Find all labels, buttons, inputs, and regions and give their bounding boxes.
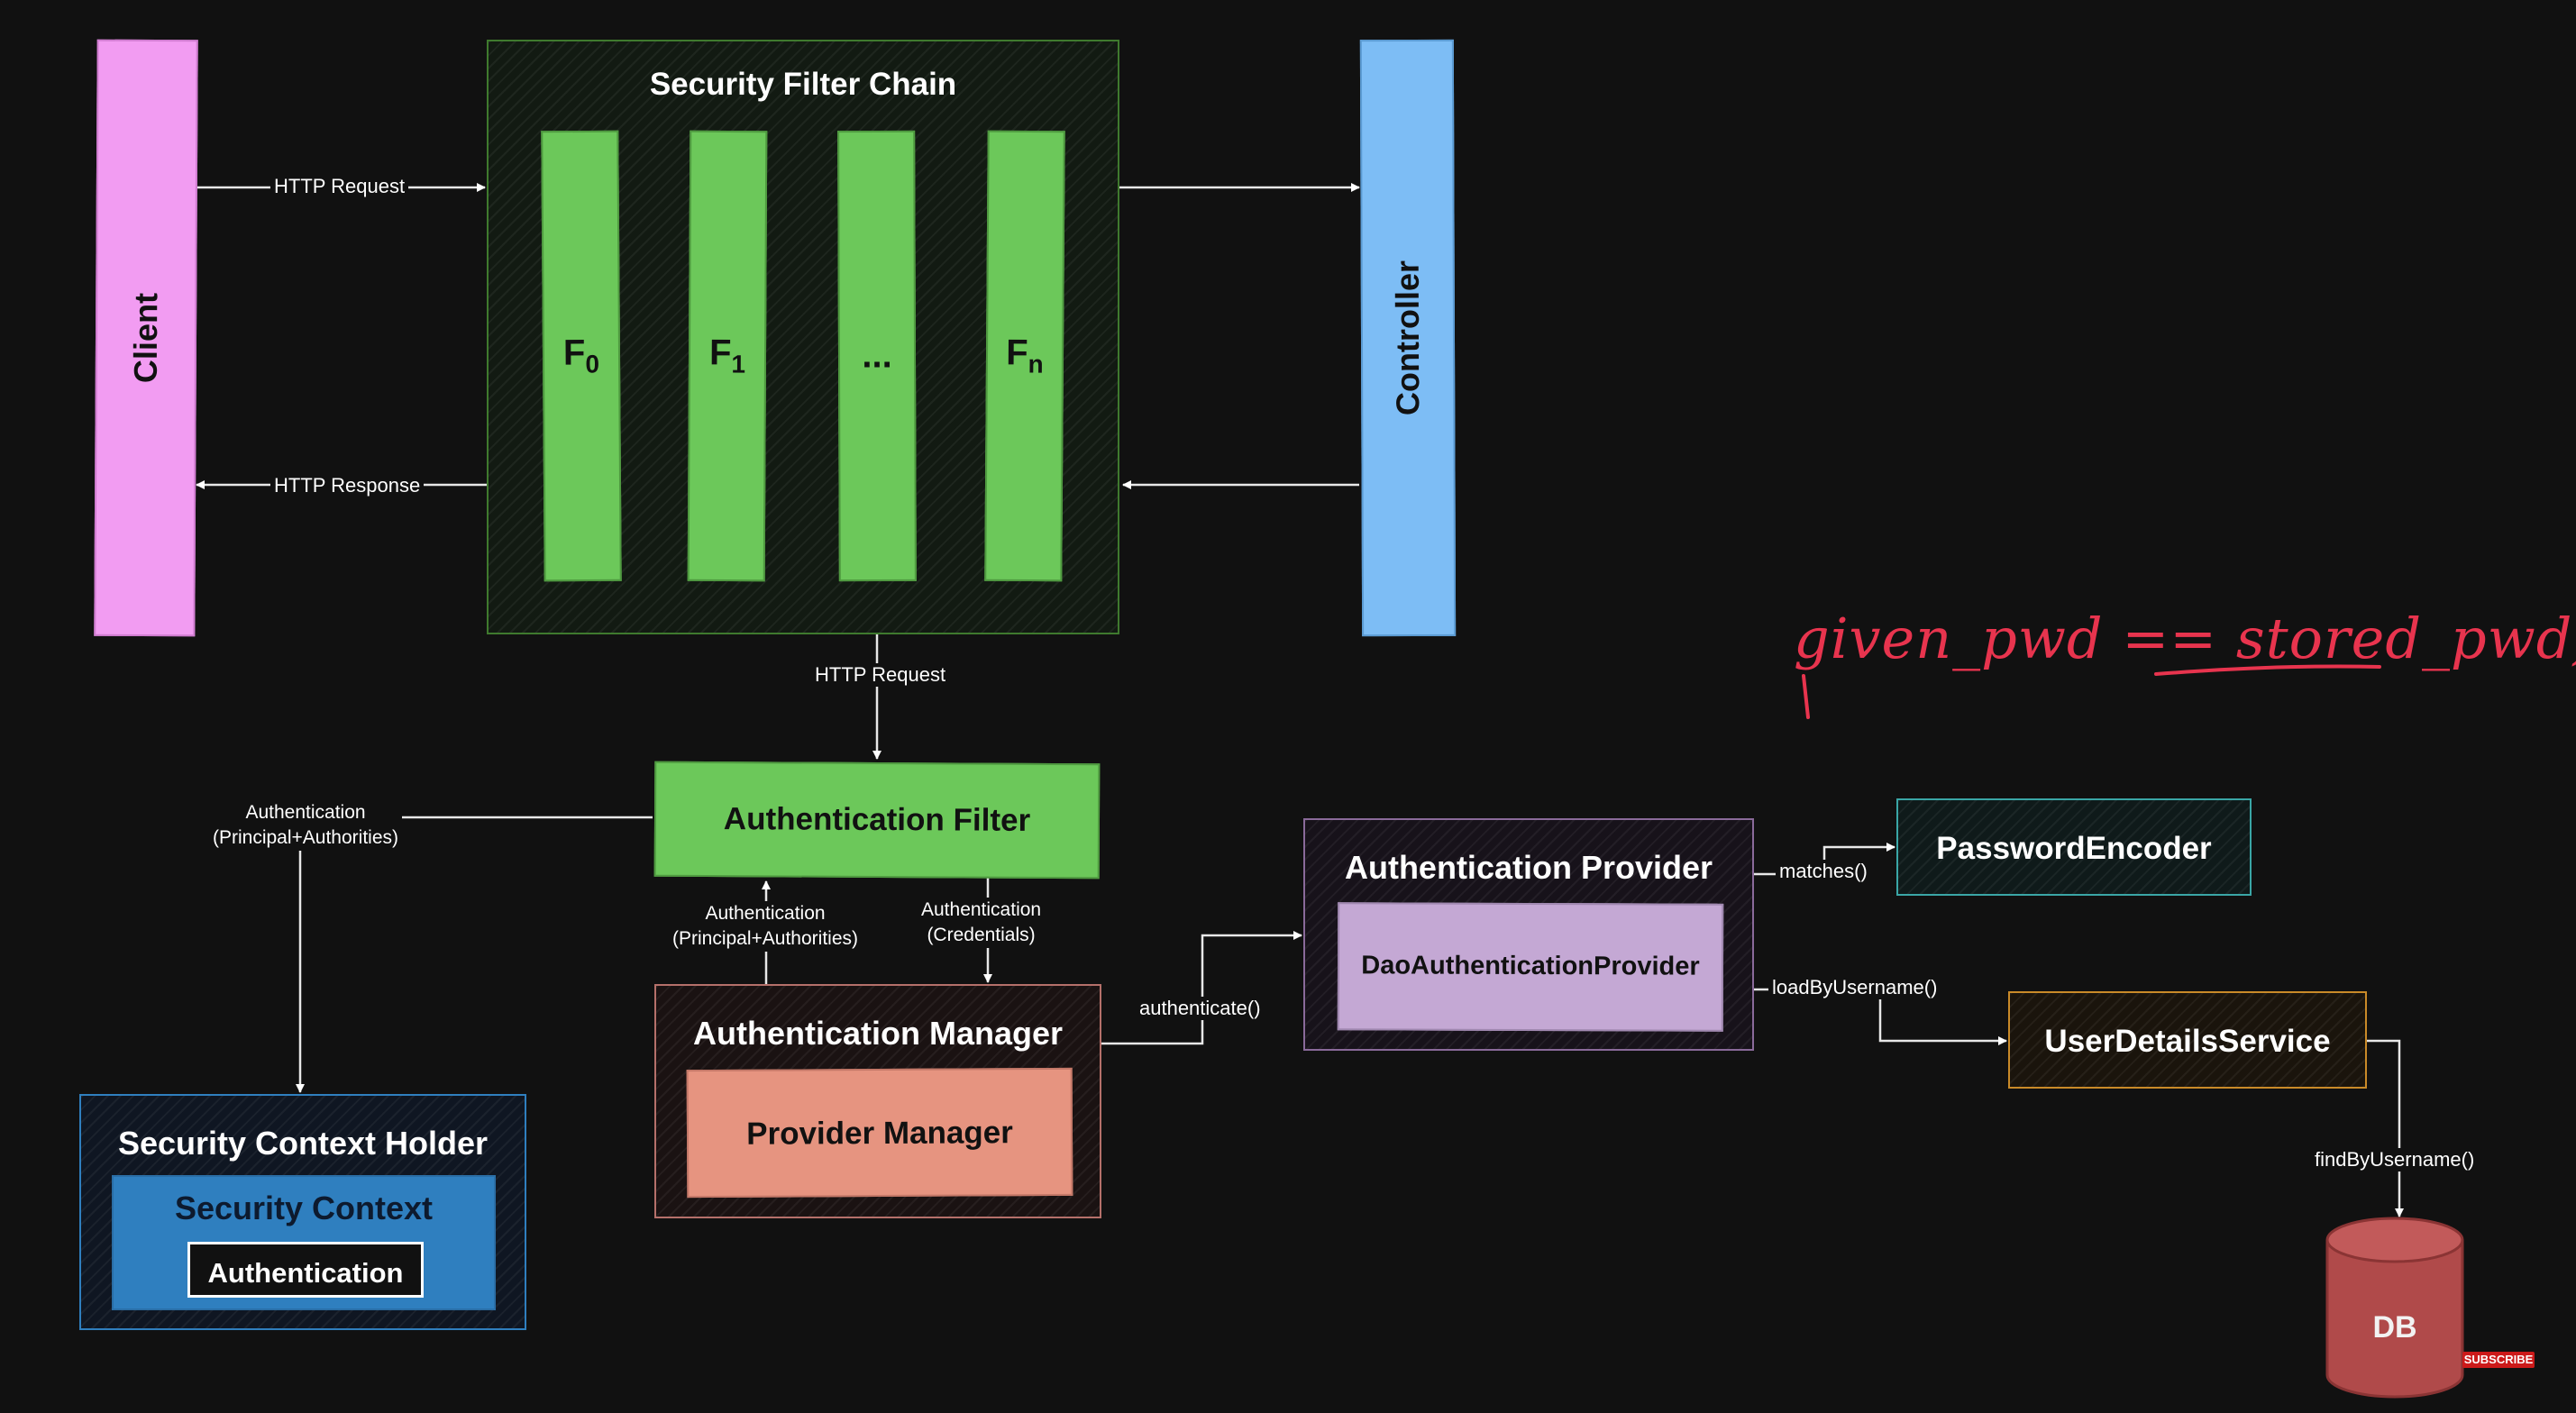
provider-manager-label: Provider Manager	[746, 1115, 1013, 1152]
filter-fn-sub: n	[1028, 350, 1044, 378]
label-auth-principal-up-line1: Authentication	[705, 903, 826, 924]
security-context-box: Security Context Authentication	[112, 1175, 496, 1310]
security-context-holder-title: Security Context Holder	[117, 1125, 489, 1162]
authentication-label: Authentication	[207, 1257, 404, 1289]
label-http-request: HTTP Request	[270, 175, 409, 198]
filter-f1: F1	[687, 130, 768, 582]
edge-find-by-username	[2367, 1039, 2404, 1217]
annotation-tick	[1802, 674, 1810, 719]
label-http-request-down: HTTP Request	[811, 663, 950, 687]
filter-fn-label: Fn	[1006, 333, 1044, 378]
edge-filter-to-holder	[296, 816, 653, 1093]
user-details-service-box: UserDetailsService	[2008, 991, 2367, 1089]
filter-f1-label: F1	[709, 333, 745, 378]
label-find-by-username: findByUsername()	[2311, 1148, 2479, 1171]
user-details-service-label: UserDetailsService	[2044, 1024, 2331, 1059]
label-auth-principal-holder: Authentication (Principal+Authorities)	[209, 800, 403, 851]
filter-f0-label: F0	[563, 333, 599, 378]
authentication-box: Authentication	[187, 1242, 424, 1298]
security-context-label: Security Context	[174, 1190, 434, 1226]
label-auth-credentials-line1: Authentication	[921, 899, 1042, 920]
filter-fdots: ...	[837, 130, 917, 582]
security-filter-chain-title: Security Filter Chain	[649, 67, 957, 102]
db-cylinder	[2325, 1217, 2464, 1399]
filter-f1-base: F	[708, 333, 732, 373]
label-load-by-username: loadByUsername()	[1768, 976, 1941, 999]
dao-authentication-provider-label: DaoAuthenticationProvider	[1361, 951, 1700, 981]
client-box: Client	[94, 39, 198, 637]
authentication-provider-box: Authentication Provider DaoAuthenticatio…	[1303, 818, 1754, 1051]
authentication-filter-label: Authentication Filter	[723, 801, 1031, 838]
label-auth-principal-up: Authentication (Principal+Authorities)	[669, 901, 863, 952]
authentication-filter-box: Authentication Filter	[653, 761, 1101, 880]
controller-label: Controller	[1388, 260, 1427, 416]
authentication-provider-title: Authentication Provider	[1344, 849, 1713, 886]
filter-fn: Fn	[984, 130, 1065, 582]
label-http-response: HTTP Response	[270, 474, 425, 497]
subscribe-badge[interactable]: SUBSCRIBE	[2462, 1352, 2535, 1368]
filter-f0: F0	[541, 130, 622, 582]
label-matches: matches()	[1776, 860, 1871, 883]
edge-authenticate	[1101, 931, 1302, 1045]
filter-f0-base: F	[562, 333, 586, 373]
filter-fn-base: F	[1006, 333, 1028, 373]
filter-f1-sub: 1	[731, 350, 746, 378]
label-auth-principal-holder-line1: Authentication	[245, 802, 366, 823]
filter-f0-sub: 0	[585, 350, 600, 378]
db-label: DB	[2372, 1310, 2417, 1345]
label-auth-principal-up-line2: (Principal+Authorities)	[672, 928, 859, 949]
authentication-manager-title: Authentication Manager	[692, 1015, 1064, 1052]
annotation-underline	[2154, 664, 2381, 676]
controller-box: Controller	[1359, 39, 1457, 637]
dao-authentication-provider-box: DaoAuthenticationProvider	[1337, 902, 1724, 1032]
password-encoder-box: PasswordEncoder	[1896, 798, 2252, 896]
client-label: Client	[126, 292, 165, 384]
label-auth-credentials: Authentication (Credentials)	[918, 898, 1046, 948]
provider-manager-box: Provider Manager	[686, 1067, 1073, 1199]
security-context-holder-box: Security Context Holder Security Context…	[79, 1094, 526, 1330]
filter-fdots-label: ...	[862, 335, 892, 376]
label-auth-credentials-line2: (Credentials)	[927, 925, 1036, 945]
authentication-manager-box: Authentication Manager Provider Manager	[654, 984, 1101, 1218]
password-encoder-label: PasswordEncoder	[1936, 831, 2212, 866]
label-authenticate: authenticate()	[1136, 997, 1265, 1020]
label-auth-principal-holder-line2: (Principal+Authorities)	[213, 827, 399, 848]
handwritten-annotation: given_pwd == stored_pwd)	[1794, 606, 2576, 671]
